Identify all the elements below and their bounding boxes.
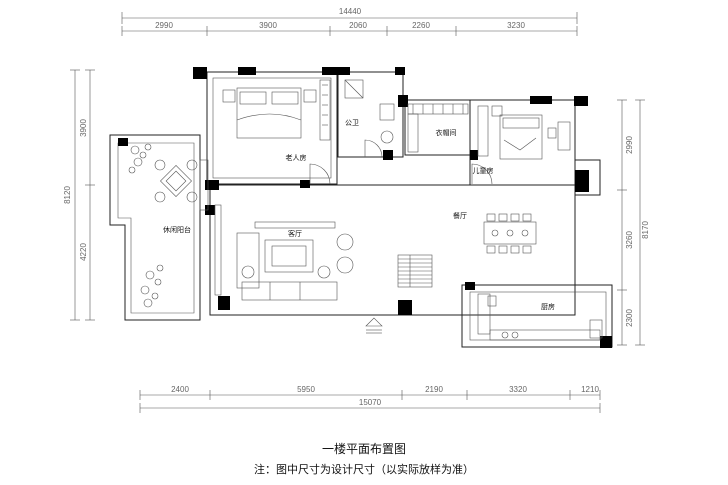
elderly-room-furniture bbox=[222, 79, 331, 185]
bathroom-fixtures bbox=[344, 79, 395, 158]
single-bed bbox=[499, 114, 543, 160]
label-elderly-room: 老人房 bbox=[286, 153, 307, 162]
armchair-1 bbox=[336, 233, 354, 251]
staircase bbox=[397, 254, 433, 288]
bottom-total-dim: 15070 bbox=[359, 398, 382, 407]
balcony-door bbox=[199, 159, 209, 211]
left-dim-1: 3900 bbox=[79, 119, 88, 137]
dining-set bbox=[483, 213, 537, 254]
children-room-furniture bbox=[471, 105, 571, 185]
plant-cluster-bottom bbox=[140, 264, 164, 308]
children-wardrobe bbox=[477, 105, 489, 157]
fridge bbox=[589, 319, 603, 339]
drawing-note: 注：图中尺寸为设计尺寸（以实际放样为准） bbox=[254, 463, 474, 476]
right-total-dim: 8170 bbox=[641, 221, 650, 239]
top-dim-2: 3900 bbox=[259, 21, 277, 30]
label-children-room: 儿童房 bbox=[473, 166, 494, 175]
nightstand-right bbox=[303, 89, 317, 103]
sofa-bottom bbox=[241, 281, 338, 301]
living-room-furniture bbox=[214, 204, 354, 301]
bottom-dim-1: 2400 bbox=[171, 385, 189, 394]
balcony-furniture bbox=[128, 143, 209, 308]
counter-left bbox=[477, 293, 491, 335]
double-bed bbox=[236, 87, 302, 139]
right-dim-3: 2300 bbox=[625, 309, 634, 327]
plant-cluster-top bbox=[128, 143, 152, 174]
counter-bottom bbox=[489, 329, 601, 341]
wash-basin bbox=[380, 130, 394, 144]
sink bbox=[487, 295, 497, 307]
tea-table bbox=[160, 165, 192, 197]
bottom-dim-3: 2190 bbox=[425, 385, 443, 394]
kitchen-fixtures bbox=[477, 293, 603, 341]
label-kitchen: 厨房 bbox=[541, 302, 555, 311]
top-dimension-lines: 14440 2990 3900 2060 2260 3230 bbox=[121, 7, 578, 36]
bottom-dim-4: 3320 bbox=[509, 385, 527, 394]
sofa-left bbox=[236, 232, 260, 289]
dining-table bbox=[483, 221, 537, 245]
room-labels: 老人房 公卫 衣帽间 儿童房 休闲阳台 客厅 餐厅 厨房 bbox=[163, 119, 555, 311]
label-living-room: 客厅 bbox=[288, 229, 302, 238]
children-nightstand bbox=[491, 105, 503, 117]
tv-cabinet bbox=[254, 221, 336, 229]
stove-burner bbox=[501, 331, 509, 339]
cloakroom-furniture bbox=[407, 103, 469, 153]
structural-columns bbox=[118, 67, 612, 348]
top-dim-1: 2990 bbox=[155, 21, 173, 30]
bottom-dimension-lines: 2400 5950 2190 3320 1210 15070 bbox=[139, 385, 601, 413]
top-dim-3: 2060 bbox=[349, 21, 367, 30]
right-dimension-lines: 2990 3260 2300 8170 bbox=[617, 99, 650, 346]
left-dim-2: 4220 bbox=[79, 243, 88, 261]
bottom-dim-5: 1210 bbox=[581, 385, 599, 394]
right-dim-1: 2990 bbox=[625, 136, 634, 154]
label-cloakroom: 衣帽间 bbox=[436, 128, 457, 137]
armchair-2 bbox=[336, 256, 354, 274]
top-dim-4: 2260 bbox=[412, 21, 430, 30]
label-bathroom: 公卫 bbox=[345, 119, 359, 127]
top-total-dim: 14440 bbox=[339, 7, 362, 16]
top-dim-5: 3230 bbox=[507, 21, 525, 30]
nightstand-left bbox=[222, 89, 236, 103]
study-chair bbox=[547, 127, 557, 139]
study-desk bbox=[557, 121, 571, 151]
right-dim-2: 3260 bbox=[625, 231, 634, 249]
drawing-title: 一楼平面布置图 bbox=[321, 442, 406, 456]
left-total-dim: 8120 bbox=[63, 186, 72, 204]
wall-lines bbox=[109, 71, 613, 348]
bottom-dim-2: 5950 bbox=[297, 385, 315, 394]
shower bbox=[344, 79, 364, 99]
entrance-arrow-icon bbox=[365, 317, 383, 334]
label-dining-room: 餐厅 bbox=[453, 211, 467, 220]
wardrobe bbox=[319, 79, 331, 141]
window bbox=[214, 204, 222, 296]
coffee-table bbox=[264, 239, 314, 273]
left-dimension-lines: 8120 3900 4220 bbox=[63, 69, 95, 321]
cloak-rack bbox=[407, 103, 469, 115]
label-balcony: 休闲阳台 bbox=[163, 225, 191, 234]
toilet bbox=[379, 103, 395, 121]
